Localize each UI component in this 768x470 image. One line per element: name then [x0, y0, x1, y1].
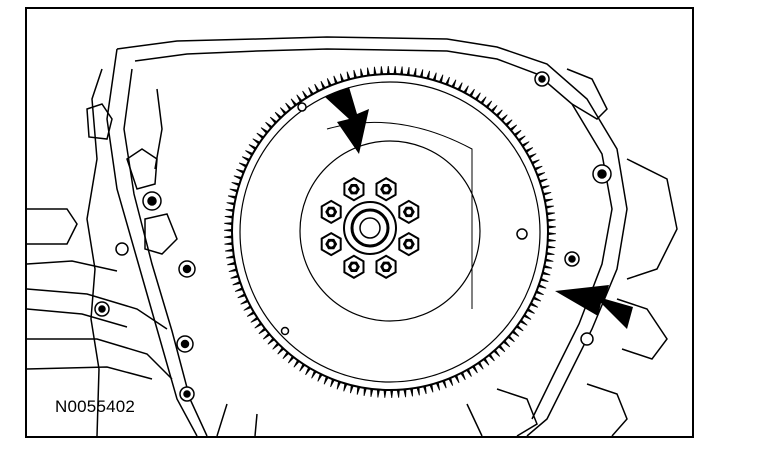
ring-gear-tooth	[380, 66, 384, 76]
flywheel-illustration	[27, 36, 678, 436]
pilot-bearing	[359, 217, 381, 239]
ring-gear-tooth	[396, 388, 400, 398]
ring-gear-tooth	[224, 235, 234, 239]
ring-gear-tooth	[224, 241, 234, 246]
ring-gear-tooth	[546, 245, 556, 249]
flywheel-bolt	[375, 177, 397, 202]
flywheel-bolt	[343, 254, 365, 279]
flywheel-balance-hole	[516, 228, 528, 240]
ring-gear-tooth	[383, 388, 387, 398]
flywheel-balance-hole	[280, 326, 290, 336]
flywheel-bolt	[320, 231, 342, 257]
engine-block	[27, 36, 678, 436]
flywheel-inner-rim	[239, 81, 541, 383]
flywheel-balance-hole	[297, 102, 307, 112]
ring-gear-tooth	[224, 215, 234, 219]
ring-gear-tooth	[224, 228, 234, 232]
ring-gear-tooth	[393, 66, 397, 76]
figure-id-label: N0055402	[55, 397, 136, 416]
flywheel-bolt	[375, 254, 397, 279]
ring-gear-tooth	[399, 66, 404, 76]
ring-gear-tooth	[403, 388, 407, 398]
illustration-frame: N0055402	[25, 7, 694, 438]
ring-gear-tooth	[376, 388, 381, 398]
flywheel-bolt	[343, 177, 365, 202]
flywheel-hub-ring	[299, 140, 481, 322]
ring-gear-tooth	[386, 66, 390, 76]
engine-bosses	[94, 71, 612, 402]
ring-gear-tooth	[390, 388, 394, 398]
arrow-to-ring-gear	[555, 285, 633, 329]
ring-gear-tooth	[546, 225, 556, 229]
flywheel	[224, 66, 556, 398]
block-boss	[580, 332, 594, 346]
ring-gear-tooth	[546, 218, 556, 223]
flywheel-bolt	[398, 231, 420, 257]
ring-gear-tooth	[546, 232, 556, 236]
flywheel-bolt	[320, 199, 342, 225]
arrow-to-bolts	[325, 87, 369, 154]
ring-gear-tooth	[373, 66, 377, 76]
flywheel-bolt	[398, 199, 420, 225]
block-boss	[115, 242, 129, 256]
callout-arrows	[325, 87, 633, 329]
ring-gear-tooth	[224, 222, 234, 226]
ring-gear-tooth	[546, 238, 556, 242]
flywheel-bolt-circle	[320, 177, 420, 279]
